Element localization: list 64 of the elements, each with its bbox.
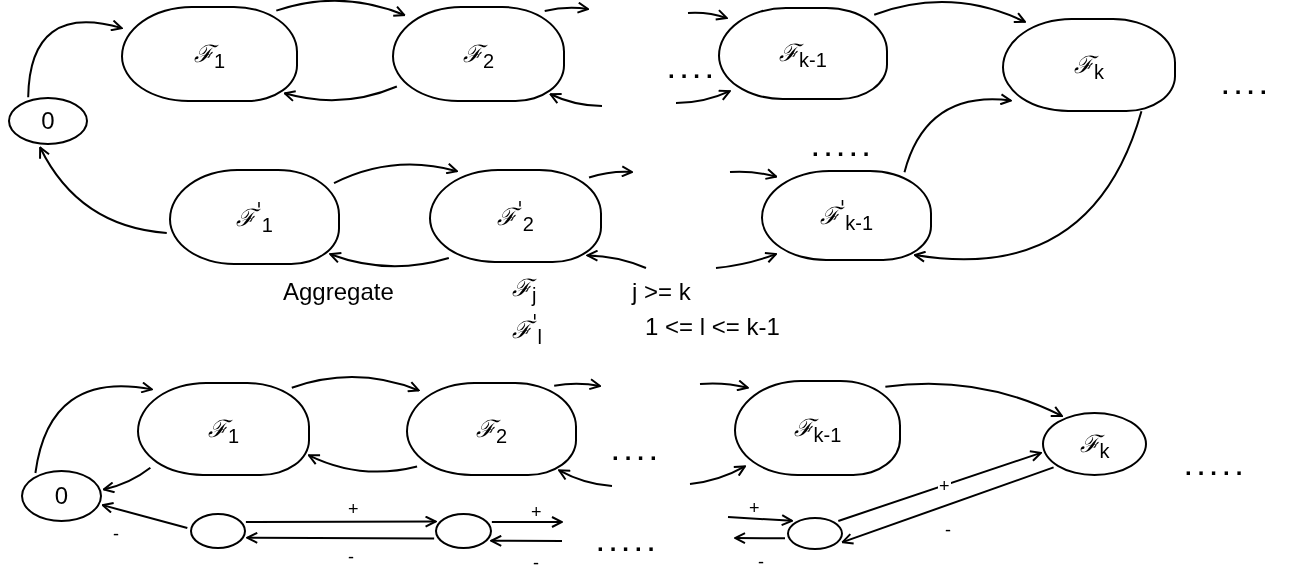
state-label: 0 (54, 482, 69, 510)
arrow (290, 376, 420, 393)
ellipsis: .... (668, 58, 719, 82)
arrow (329, 251, 450, 268)
arrow (586, 249, 647, 269)
arrow (39, 146, 168, 234)
state-label: ℱ$_{k}$ (1079, 428, 1110, 463)
arrow (588, 165, 633, 179)
empty-oval (190, 513, 246, 549)
ellipsis: ..... (597, 531, 661, 555)
arrow (689, 465, 746, 485)
state-label: ℱ$_{2}$ (475, 413, 508, 448)
state-blob (121, 6, 298, 102)
arrow (884, 382, 1063, 418)
arrow (549, 92, 603, 107)
state-label: ℱ$_{1}$ (193, 38, 226, 73)
empty-oval (787, 517, 843, 550)
condition-text: j >= k (632, 280, 691, 304)
arrow (913, 110, 1143, 263)
state-label: ℱ$_{2}$ (462, 38, 495, 73)
arrow (27, 19, 123, 99)
arrow (837, 450, 1042, 522)
arrow (34, 381, 153, 474)
arrow (734, 532, 786, 545)
arrow (715, 251, 777, 269)
arrow (333, 162, 459, 185)
state-blob (169, 169, 340, 265)
state-label: ℱ$_{k-1}$ (779, 38, 827, 72)
arrow (873, 1, 1026, 24)
state-blob (392, 6, 565, 102)
arrow (699, 379, 749, 392)
ellipsis: ..... (812, 136, 876, 160)
arrow (283, 85, 398, 102)
state-blob (429, 169, 602, 263)
arrow (729, 168, 778, 181)
arrow (244, 515, 437, 528)
arrow (553, 378, 601, 391)
arrow (687, 9, 728, 21)
arrow (490, 516, 563, 528)
arrow (102, 466, 152, 494)
arrow (841, 466, 1055, 545)
state-blob (734, 380, 901, 476)
arrow (490, 534, 563, 547)
state-label: 0 (41, 107, 55, 135)
arrow (246, 531, 436, 544)
state-label: ℱ$_{k-1}$ (793, 412, 842, 447)
arrow (543, 1, 589, 14)
label-text: Aggregate (283, 280, 394, 304)
state-label: ℱ$_{k}$ (1074, 49, 1104, 84)
ellipsis: ..... (1185, 455, 1249, 479)
arrow (307, 453, 419, 473)
state-blob (137, 382, 310, 476)
arrow (275, 0, 406, 18)
condition-text: 1 <= l <= k-1 (645, 315, 780, 339)
arrow (903, 93, 1012, 174)
ellipsis: .... (612, 440, 663, 464)
arrow (675, 89, 731, 104)
arrow (101, 501, 189, 529)
arrow (558, 469, 613, 487)
state-label: ℱ$_{1}$ (207, 413, 240, 448)
arrow (727, 514, 793, 527)
empty-oval (435, 513, 492, 549)
ellipsis: .... (1222, 74, 1273, 98)
state-blob (718, 7, 888, 100)
